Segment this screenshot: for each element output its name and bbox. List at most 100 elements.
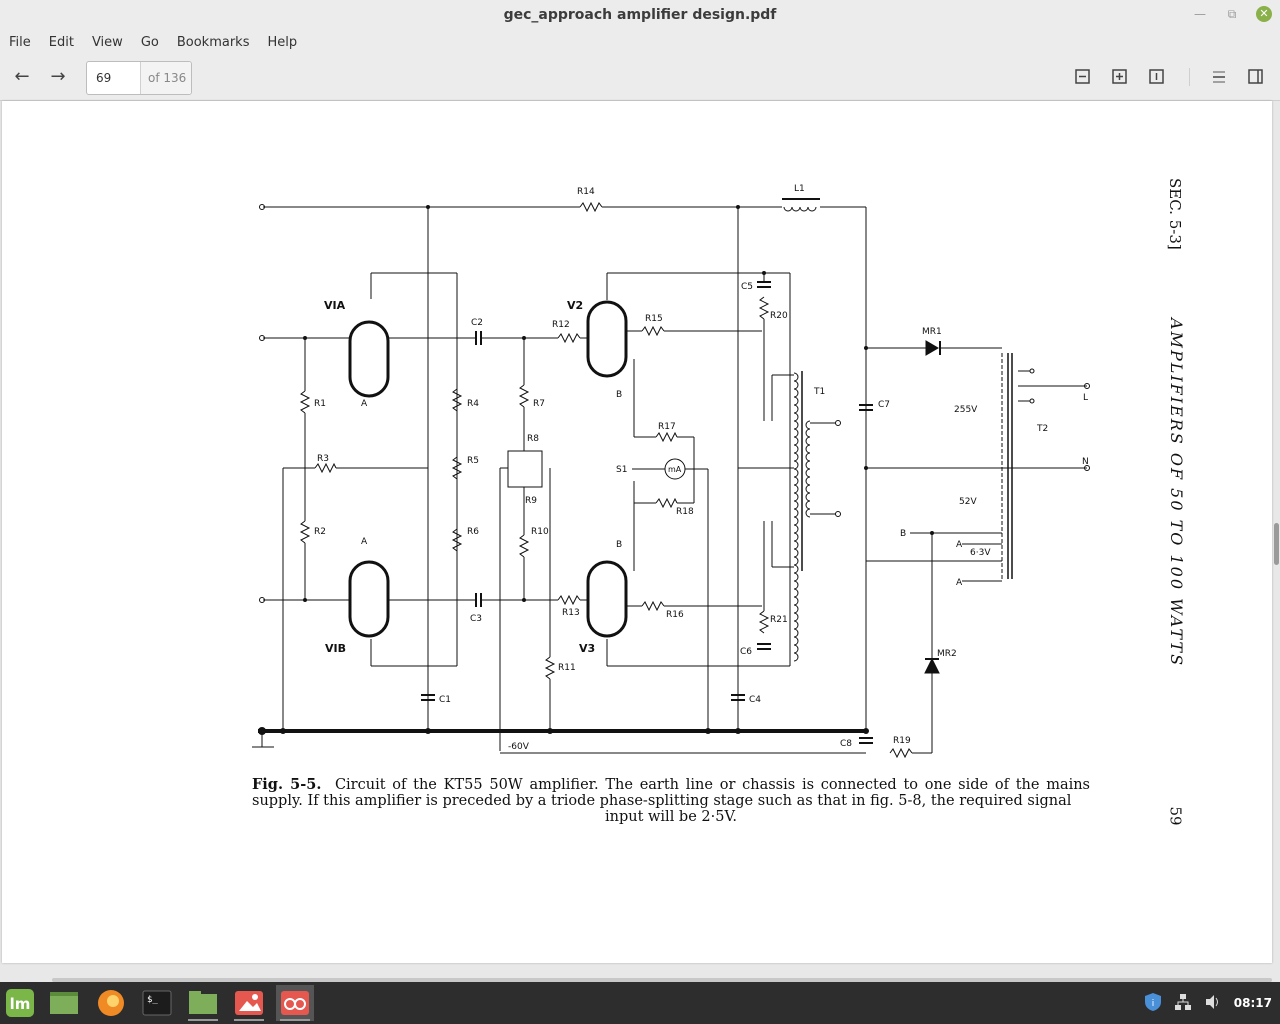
- caption-text: Circuit of the KT55 50W amplifier. The e…: [252, 777, 1091, 809]
- label-a4: A: [956, 578, 963, 588]
- menu-icon[interactable]: lm: [1, 985, 39, 1021]
- toolbar-separator: [1189, 68, 1190, 86]
- window-title: gec_approach amplifier design.pdf: [503, 7, 777, 23]
- document-view[interactable]: R14 L1 VIA V2 C2 R12 R15 C5 R20 MR1 T1 C…: [0, 101, 1280, 982]
- menu-go[interactable]: Go: [140, 34, 159, 50]
- system-tray: i 08:17: [1144, 982, 1272, 1024]
- label-mr2: MR2: [937, 649, 957, 659]
- firefox-icon[interactable]: [92, 985, 130, 1021]
- minimize-icon[interactable]: —: [1194, 7, 1206, 21]
- label-r6: R6: [467, 527, 479, 537]
- label-vib: VIB: [325, 642, 346, 655]
- shield-icon[interactable]: i: [1144, 992, 1162, 1015]
- caption-last-line: input will be 2·5V.: [604, 809, 738, 825]
- label-c2: C2: [471, 318, 483, 328]
- label-t2: T2: [1036, 424, 1048, 434]
- label-r21: R21: [770, 615, 788, 625]
- terminal-icon[interactable]: $_: [138, 985, 176, 1021]
- label-v2: V2: [567, 299, 583, 312]
- document-viewer-icon[interactable]: [276, 985, 314, 1021]
- window-controls: — ⧉ ✕: [1192, 6, 1272, 22]
- label-r8: R8: [527, 434, 539, 444]
- label-r20: R20: [770, 311, 788, 321]
- circuit-schematic: R14 L1 VIA V2 C2 R12 R15 C5 R20 MR1 T1 C…: [252, 184, 1090, 759]
- title-bar: gec_approach amplifier design.pdf — ⧉ ✕: [0, 0, 1280, 30]
- running-indicator: [188, 1019, 218, 1021]
- label-n: N: [1082, 457, 1089, 467]
- menu-bookmarks[interactable]: Bookmarks: [176, 34, 250, 50]
- svg-text:i: i: [1152, 999, 1155, 1009]
- label-c7: C7: [878, 400, 890, 410]
- label-b1: B: [616, 390, 622, 400]
- svg-text:$_: $_: [147, 995, 158, 1005]
- taskbar: lm $_ i 08:17: [0, 982, 1280, 1024]
- label-c5: C5: [741, 282, 753, 292]
- label-r14: R14: [577, 187, 595, 197]
- original-size-icon[interactable]: [1148, 68, 1172, 92]
- back-arrow-icon[interactable]: ←: [14, 66, 30, 87]
- scroll-thumb[interactable]: [1274, 523, 1279, 565]
- vertical-scrollbar[interactable]: [1272, 101, 1280, 978]
- clock[interactable]: 08:17: [1233, 996, 1272, 1010]
- running-indicator: [280, 1019, 310, 1021]
- label-a1: A: [361, 399, 368, 409]
- toolbar: ← → of 136: [0, 54, 1280, 101]
- zoom-out-icon[interactable]: [1074, 68, 1098, 92]
- label-c3: C3: [470, 614, 482, 624]
- figure-caption: Fig. 5-5. Circuit of the KT55 50W amplif…: [252, 776, 1091, 826]
- label-r2: R2: [314, 527, 326, 537]
- pdf-page: R14 L1 VIA V2 C2 R12 R15 C5 R20 MR1 T1 C…: [2, 101, 1272, 963]
- page-navigator: of 136: [86, 61, 192, 95]
- label-b3: B: [900, 529, 906, 539]
- horizontal-scrollbar[interactable]: [52, 978, 1272, 982]
- label-t1: T1: [813, 387, 825, 397]
- label-52v: 52V: [959, 497, 977, 507]
- label-r19: R19: [893, 736, 911, 746]
- label-r11: R11: [558, 663, 576, 673]
- menu-view[interactable]: View: [91, 34, 123, 50]
- label-c1: C1: [439, 695, 451, 705]
- page-number: 59: [1166, 806, 1185, 826]
- running-head: AMPLIFIERS OF 50 TO 100 WATTS: [1167, 318, 1186, 668]
- menu-bar: File Edit View Go Bookmarks Help: [0, 30, 1280, 54]
- sidebar-toggle-icon[interactable]: [1247, 68, 1271, 92]
- label-r3: R3: [317, 454, 329, 464]
- page-number-input[interactable]: [87, 62, 141, 94]
- running-indicator: [234, 1019, 264, 1021]
- close-icon[interactable]: ✕: [1256, 6, 1272, 22]
- zoom-in-icon[interactable]: [1111, 68, 1135, 92]
- continuous-scroll-icon[interactable]: [1210, 68, 1234, 92]
- forward-arrow-icon[interactable]: →: [50, 66, 66, 87]
- label-r1: R1: [314, 399, 326, 409]
- label-r17: R17: [658, 422, 676, 432]
- label-c8: C8: [840, 739, 852, 749]
- maximize-icon[interactable]: ⧉: [1227, 7, 1237, 21]
- label-a3: A: [956, 540, 963, 550]
- label-l: L: [1083, 393, 1088, 403]
- label-255v: 255V: [954, 405, 978, 415]
- figure-label: Fig. 5-5.: [252, 776, 322, 793]
- label-mr1: MR1: [922, 327, 942, 337]
- label-r5: R5: [467, 456, 479, 466]
- network-icon[interactable]: [1174, 993, 1192, 1014]
- volume-icon[interactable]: [1204, 993, 1222, 1014]
- label-r4: R4: [467, 399, 479, 409]
- label-r10: R10: [531, 527, 549, 537]
- label-r7: R7: [533, 399, 545, 409]
- label-c4: C4: [749, 695, 761, 705]
- label-63v: 6·3V: [970, 548, 991, 558]
- show-desktop-icon[interactable]: [45, 985, 83, 1021]
- label-a2: A: [361, 537, 368, 547]
- label-r18: R18: [676, 507, 694, 517]
- label-l1: L1: [794, 184, 805, 194]
- label-r13: R13: [562, 608, 580, 618]
- image-viewer-icon[interactable]: [230, 985, 268, 1021]
- label-s1: S1: [616, 465, 627, 475]
- label-ma: mA: [668, 465, 682, 474]
- menu-help[interactable]: Help: [267, 34, 298, 50]
- label-v3: V3: [579, 642, 595, 655]
- menu-edit[interactable]: Edit: [48, 34, 74, 50]
- files-icon[interactable]: [184, 985, 222, 1021]
- label-r15: R15: [645, 314, 663, 324]
- menu-file[interactable]: File: [9, 34, 31, 50]
